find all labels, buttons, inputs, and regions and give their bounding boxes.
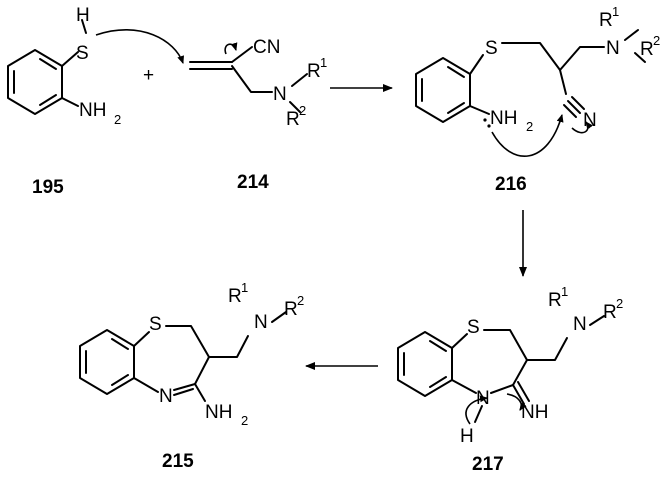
subscript-2: 2 [526, 119, 533, 134]
compound-214: CN N R 1 R 2 [189, 37, 327, 130]
atom-s: S [467, 317, 480, 338]
curved-arrow-alkene [224, 42, 238, 55]
atom-nh2: NH [79, 100, 106, 121]
atom-n: N [273, 84, 287, 105]
curved-arrow-tautomer-h [465, 395, 488, 425]
label-217: 217 [472, 454, 504, 475]
atom-n-amine: N [573, 314, 587, 335]
atom-n: N [606, 38, 620, 59]
curved-arrow-tautomer-n [506, 393, 527, 411]
atom-r2: R [284, 299, 298, 320]
superscript-1: 1 [561, 284, 568, 299]
atom-n: N [159, 386, 173, 407]
superscript-2: 2 [299, 103, 306, 118]
superscript-2: 2 [616, 296, 623, 311]
label-195: 195 [32, 177, 64, 198]
subscript-2: 2 [114, 112, 121, 127]
atom-n-amine: N [254, 312, 268, 333]
label-214: 214 [237, 172, 269, 193]
atom-h: H [76, 5, 90, 26]
atom-r1: R [599, 10, 613, 31]
label-216: 216 [495, 174, 527, 195]
superscript-1: 1 [241, 280, 248, 295]
superscript-1: 1 [320, 55, 327, 70]
atom-r1: R [228, 286, 242, 307]
curved-arrow-thiol-attack [95, 29, 184, 64]
atom-n: N [476, 388, 490, 409]
atom-nh2: NH [490, 108, 517, 129]
label-215: 215 [162, 451, 194, 472]
superscript-1: 1 [612, 4, 619, 19]
atom-n-nitrile: N [583, 110, 597, 131]
atom-nh: NH [521, 402, 548, 423]
superscript-2: 2 [653, 33, 660, 48]
compound-217: S N H NH N R 1 R 2 [397, 284, 623, 447]
plus-sign: + [143, 65, 154, 86]
compound-215: S N NH 2 N R 1 R 2 [79, 280, 304, 428]
curved-arrow-cyclization [491, 114, 564, 157]
superscript-2: 2 [297, 293, 304, 308]
atom-cn: CN [253, 37, 280, 58]
atom-r2: R [640, 39, 654, 60]
atom-r1: R [548, 290, 562, 311]
atom-r2: R [603, 302, 617, 323]
compound-195: S H NH 2 [7, 5, 121, 127]
curved-arrow-nitrile [571, 121, 593, 134]
atom-r2: R [286, 109, 300, 130]
atom-s: S [485, 38, 498, 59]
atom-h: H [460, 426, 474, 447]
atom-nh2: NH [205, 402, 232, 423]
compound-216: S N R 1 R 2 N NH 2 [415, 4, 660, 157]
subscript-2: 2 [241, 413, 248, 428]
atom-r1: R [307, 61, 321, 82]
atom-s: S [149, 314, 162, 335]
atom-s: S [76, 43, 89, 64]
